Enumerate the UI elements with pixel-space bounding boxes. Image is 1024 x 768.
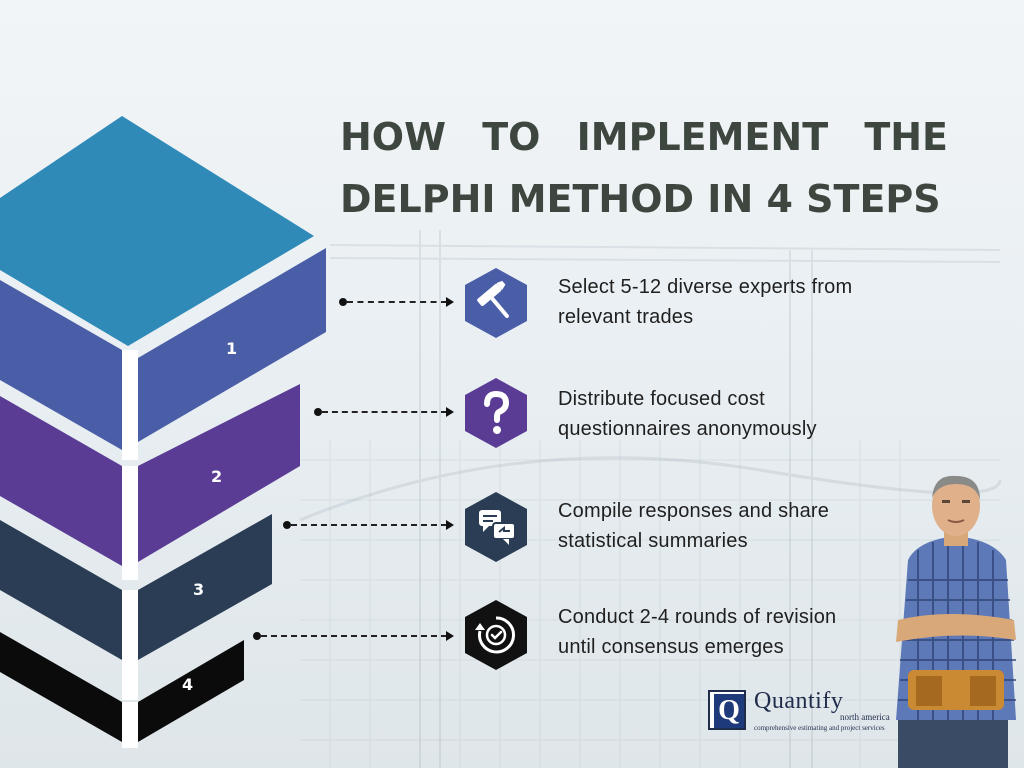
step-4-number: 4 (182, 675, 193, 694)
construction-worker-image (896, 475, 1016, 768)
step-3-text-line-2: statistical summaries (558, 530, 748, 552)
step-1-connector-dot (339, 298, 347, 306)
step-2-text-line-1: Distribute focused cost (558, 388, 765, 410)
step-2-connector (322, 411, 447, 415)
step-3-right-face (138, 514, 272, 660)
logo-subtitle: north america (840, 712, 890, 722)
logo-mark: Q (708, 690, 746, 730)
step-2-text-line-2: questionnaires anonymously (558, 418, 817, 440)
step-4-left-face (0, 632, 122, 742)
step-2-left-face (0, 396, 122, 566)
question-icon (465, 378, 527, 448)
step-2-number: 2 (211, 467, 222, 486)
step-3-number: 3 (193, 580, 204, 599)
logo-letter: Q (714, 694, 744, 728)
step-1-number: 1 (226, 339, 237, 358)
chat-bubbles-icon (465, 492, 527, 562)
step-4-connector (261, 635, 447, 639)
step-1-left-face (0, 280, 122, 450)
step-1-text: Select 5-12 diverse experts from relevan… (558, 272, 898, 332)
step-3-text: Compile responses and share statistical … (558, 496, 898, 556)
step-2-right-face (138, 384, 300, 562)
step-2-text: Distribute focused cost questionnaires a… (558, 384, 898, 444)
step-1-text-line-2: relevant trades (558, 306, 694, 328)
step-2-arrowhead (446, 407, 454, 417)
step-3-connector-dot (283, 521, 291, 529)
page-title: HOW TO IMPLEMENT THE DELPHI METHOD IN 4 … (340, 106, 948, 230)
refresh-check-icon (465, 600, 527, 670)
logo-tagline: comprehensive estimating and project ser… (754, 724, 885, 732)
logo-name: Quantify (754, 688, 844, 714)
title-line-2: DELPHI METHOD IN 4 STEPS (340, 177, 941, 221)
step-1-text-line-1: Select 5-12 diverse experts from (558, 276, 853, 298)
step-4-text-line-1: Conduct 2-4 rounds of revision (558, 606, 837, 628)
step-3-connector (291, 524, 447, 528)
stack-top-face (0, 116, 314, 346)
hammer-icon (465, 268, 527, 338)
step-4-text-line-2: until consensus emerges (558, 636, 784, 658)
step-1-connector (347, 301, 447, 305)
title-line-1: HOW TO IMPLEMENT THE (340, 115, 948, 159)
step-1-right-face (138, 248, 326, 442)
step-2-connector-dot (314, 408, 322, 416)
step-4-right-face (138, 640, 244, 742)
step-4-arrowhead (446, 631, 454, 641)
step-3-text-line-1: Compile responses and share (558, 500, 830, 522)
step-4-connector-dot (253, 632, 261, 640)
step-1-arrowhead (446, 297, 454, 307)
step-3-left-face (0, 520, 122, 660)
step-3-arrowhead (446, 520, 454, 530)
step-4-text: Conduct 2-4 rounds of revision until con… (558, 602, 898, 662)
quantify-logo: Q Quantify north america comprehensive e… (708, 688, 908, 738)
